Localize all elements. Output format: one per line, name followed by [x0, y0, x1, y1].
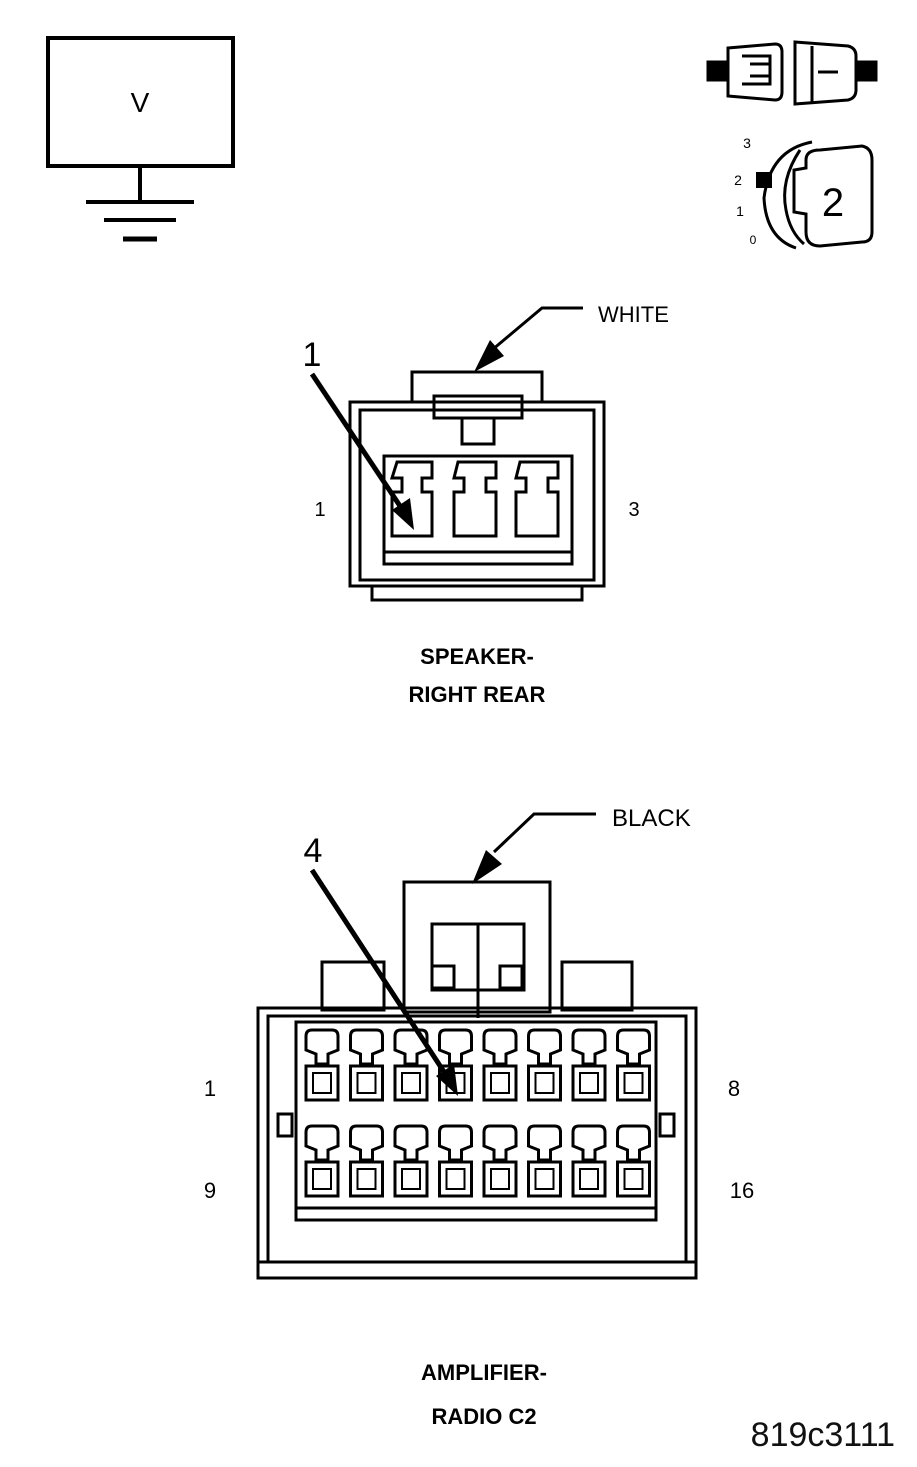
ignition-position-2: 2 [734, 172, 742, 188]
speaker-color-label: WHITE [598, 302, 669, 327]
ignition-position-0: 0 [750, 233, 757, 247]
speaker-connector [309, 306, 606, 602]
amp-terminal-13 [482, 1124, 518, 1198]
speaker-terminal-2 [452, 460, 498, 538]
amp-terminal-2 [349, 1028, 384, 1102]
amp-terminal-row-top [304, 1028, 651, 1102]
amp-terminal-10 [349, 1124, 384, 1198]
amp-terminal-8 [616, 1028, 651, 1102]
amp-terminal-7 [571, 1028, 607, 1102]
amp-terminal-row-bottom [304, 1124, 651, 1198]
amp-pin-bottom-left-label: 9 [204, 1178, 216, 1203]
amp-terminal-3 [393, 1028, 429, 1102]
speaker-title-line1: SPEAKER- [420, 644, 534, 669]
ignition-position-3: 3 [743, 135, 751, 151]
speaker-pin-left-label: 1 [314, 499, 325, 521]
amp-terminal-6 [527, 1028, 562, 1102]
amp-pin-top-right-label: 8 [728, 1076, 740, 1101]
amp-color-label: BLACK [612, 805, 691, 832]
amp-terminal-5 [482, 1028, 518, 1102]
ignition-switch-icon [756, 140, 874, 250]
voltmeter-icon [46, 36, 235, 242]
amp-title-line1: AMPLIFIER- [421, 1360, 547, 1385]
amp-callout-number: 4 [304, 832, 323, 870]
speaker-pin-right-label: 3 [628, 499, 639, 521]
ignition-position-1: 1 [736, 203, 744, 219]
figure-reference-number: 819c3111 [750, 1416, 895, 1454]
amp-pin-bottom-right-label: 16 [730, 1178, 754, 1203]
meter-label: V [131, 87, 150, 118]
amp-terminal-9 [304, 1124, 340, 1198]
amp-pin-top-left-label: 1 [204, 1076, 216, 1101]
amp-terminal-12 [438, 1124, 473, 1198]
speaker-title-line2: RIGHT REAR [409, 682, 546, 707]
amp-terminal-1 [304, 1028, 340, 1102]
speaker-terminal-1 [389, 460, 434, 538]
ignition-selected-position: 2 [822, 181, 844, 225]
amp-terminal-11 [393, 1124, 429, 1198]
connector-disconnected-icon [706, 40, 878, 106]
speaker-callout-number: 1 [303, 336, 322, 374]
amp-terminal-15 [571, 1124, 607, 1198]
amp-title-line2: RADIO C2 [431, 1404, 536, 1429]
amp-terminal-14 [527, 1124, 562, 1198]
amp-terminal-16 [616, 1124, 651, 1198]
amplifier-connector [256, 812, 698, 1280]
speaker-terminal-3 [514, 460, 560, 538]
